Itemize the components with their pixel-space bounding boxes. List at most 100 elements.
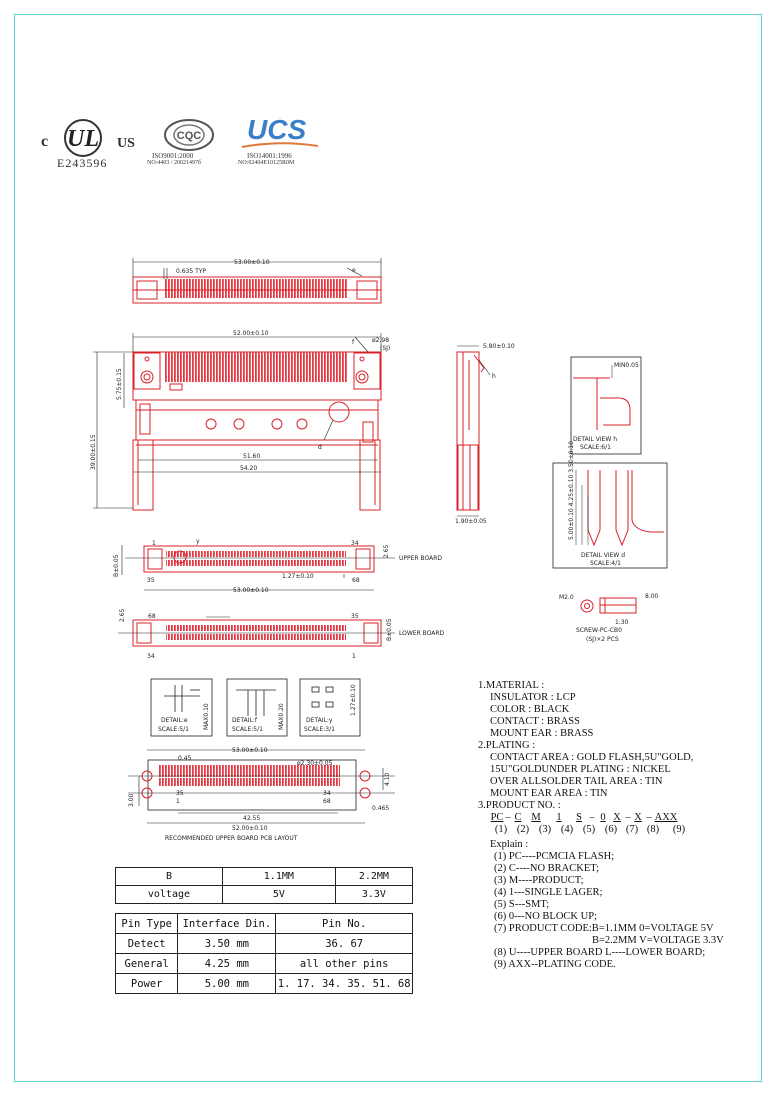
total-height-dim: 39.00±0.15 bbox=[90, 434, 97, 470]
ub-pin68: 68 bbox=[352, 577, 360, 584]
screw-m: M2.0 bbox=[559, 594, 574, 601]
pin-no-cell: 1. 17. 34. 35. 51. 68 bbox=[275, 973, 413, 994]
detail-d-title: DETAIL VIEW d bbox=[581, 552, 625, 559]
detail-y-scale: SCALE:3/1 bbox=[304, 726, 335, 733]
explain-line: (8) U----UPPER BOARD L----LOWER BOARD; bbox=[494, 947, 706, 958]
detail-y-dim: 1.27±0.10 bbox=[350, 684, 357, 716]
table-row: Detect 3.50 mm 36. 67 bbox=[114, 933, 413, 954]
pn-index: (4) bbox=[560, 824, 574, 835]
detail-f-dim: MAX0.20 bbox=[278, 703, 285, 730]
ub-b: B±0.05 bbox=[113, 554, 120, 577]
plating-line: MOUNT EAR AREA : TIN bbox=[490, 788, 608, 799]
material-line: CONTACT : BRASS bbox=[490, 716, 580, 727]
side-view bbox=[456, 351, 485, 511]
pin-no-cell: all other pins bbox=[275, 953, 413, 974]
cqc-number: NO:4403 / 20021497б bbox=[147, 160, 202, 166]
detail-e-title: DETAIL:e bbox=[161, 717, 188, 724]
pn-index: (7) bbox=[625, 824, 639, 835]
explain-line: (5) S---SMT; bbox=[494, 899, 550, 910]
detail-view-h bbox=[570, 356, 642, 455]
pn-index: (1) bbox=[494, 824, 508, 835]
pcb-410: 4.10 bbox=[384, 772, 391, 786]
ub-pin34: 34 bbox=[351, 540, 359, 547]
detail-h-scale: SCALE:6/1 bbox=[580, 444, 611, 451]
lower-board-label: LOWER BOARD bbox=[399, 630, 445, 637]
explain-line-cont: B=2.2MM V=VOLTAGE 3.3V bbox=[592, 935, 724, 946]
material-title: 1.MATERIAL : bbox=[478, 680, 545, 691]
pin-type-cell: General bbox=[114, 953, 179, 974]
pin-type-cell: Power bbox=[114, 973, 179, 994]
pcb-300: 3.00 bbox=[128, 793, 135, 807]
pcb-layout-title: RECOMMENDED UPPER BOARD PCB LAYOUT bbox=[165, 835, 298, 842]
voltage-3-3v: 3.3V bbox=[334, 885, 414, 904]
ub-pin35: 35 bbox=[147, 577, 155, 584]
side-width-dim: 5.80±0.10 bbox=[483, 343, 515, 350]
specification-notes: 1.MATERIAL : INSULATOR : LCP COLOR : BLA… bbox=[478, 680, 768, 971]
pn-index: (2) bbox=[516, 824, 530, 835]
pn-code: M bbox=[531, 812, 541, 823]
explain-line: (4) 1---SINGLE LAGER; bbox=[494, 887, 603, 898]
ub-pitch: 1.27±0.10 bbox=[282, 573, 314, 580]
table-row: General 4.25 mm all other pins bbox=[114, 953, 413, 974]
b-1-1mm: 1.1MM bbox=[221, 867, 336, 886]
pn-code: C bbox=[514, 812, 522, 823]
screw-qty: (SJ)×2 PCS bbox=[586, 636, 619, 643]
pcb-hole: ø2.30±0.05 bbox=[297, 760, 333, 767]
detail-f-scale: SCALE:5/1 bbox=[232, 726, 263, 733]
ucs-swoosh-icon bbox=[241, 142, 319, 148]
detail-e-dim: MAX0.10 bbox=[203, 703, 210, 730]
ub-width: 53.00±0.10 bbox=[233, 587, 269, 594]
ub-pin1: 1 bbox=[152, 540, 156, 547]
pcb-pin35: 35 bbox=[176, 790, 184, 797]
top-width-dim: 53.00±0.10 bbox=[234, 259, 270, 266]
product-code-index: (1)(2)(3)(4)(5)(6)(7)(8)(9) bbox=[478, 824, 768, 836]
lb-pin1: 1 bbox=[352, 653, 356, 660]
pn-code: PC bbox=[490, 812, 504, 823]
screw-head: 1.30 bbox=[615, 619, 629, 626]
pcb-4255: 42.55 bbox=[243, 815, 260, 822]
detail-f-title: DETAIL:f bbox=[232, 717, 258, 724]
hole-dim-note: (SJ) bbox=[380, 345, 390, 352]
body-width-dim: 52.00±0.10 bbox=[233, 330, 269, 337]
detail-f bbox=[226, 678, 288, 737]
b-voltage-table: B 1.1MM 2.2MM voltage 5V 3.3V bbox=[115, 867, 414, 904]
callout-e: e bbox=[352, 267, 356, 274]
pcb-pin68: 68 bbox=[323, 798, 331, 805]
pn-sep: – bbox=[505, 812, 511, 823]
ul-logo-icon: UL bbox=[64, 119, 102, 157]
ul-us-mark: US bbox=[117, 136, 135, 151]
ucs-number: NO:02404E10125R0M bbox=[238, 160, 295, 166]
detail-h-min: MIN0.05 bbox=[614, 362, 639, 369]
table-row: Power 5.00 mm 1. 17. 34. 35. 51. 68 bbox=[114, 973, 413, 994]
screw-length: 8.00 bbox=[645, 593, 659, 600]
detail-view-d bbox=[552, 462, 668, 569]
ucs-iso: ISO14001:1996 bbox=[247, 152, 292, 160]
callout-d: d bbox=[318, 444, 322, 451]
voltage-5v: 5V bbox=[221, 885, 336, 904]
ub-265: 2.65 bbox=[383, 544, 390, 558]
pin-type-cell: Detect bbox=[114, 933, 179, 954]
pn-code: 0 bbox=[600, 812, 606, 823]
plating-title: 2.PLATING : bbox=[478, 740, 536, 751]
explain-line: (3) M----PRODUCT; bbox=[494, 875, 584, 886]
callout-h: h bbox=[492, 373, 496, 380]
pn-index: (9) bbox=[672, 824, 686, 835]
ub-callout-y: y bbox=[196, 538, 200, 545]
pn-code: 1 bbox=[556, 812, 562, 823]
detail-d-scale: SCALE:4/1 bbox=[590, 560, 621, 567]
pcb-width: 53.00±0.10 bbox=[232, 747, 268, 754]
cqc-logo-icon: CQC bbox=[164, 119, 214, 151]
material-line: COLOR : BLACK bbox=[490, 704, 570, 715]
hole-dim: ø2.98 bbox=[372, 337, 389, 344]
pcb-5200: 52.00±0.10 bbox=[232, 825, 268, 832]
pcb-pin1: 1 bbox=[176, 798, 180, 805]
plating-line: CONTACT AREA : GOLD FLASH,5U"GOLD, bbox=[490, 752, 694, 763]
pn-code: S bbox=[576, 812, 582, 823]
lb-pin35: 35 bbox=[351, 613, 359, 620]
side-base-dim: 1.90±0.05 bbox=[455, 518, 487, 525]
ul-registration: E243596 bbox=[57, 156, 108, 170]
pin-type-header: Pin Type bbox=[114, 913, 179, 934]
explain-line: (2) C----NO BRACKET; bbox=[494, 863, 599, 874]
interface-cell: 5.00 mm bbox=[177, 973, 277, 994]
screw-drawing bbox=[580, 597, 637, 614]
